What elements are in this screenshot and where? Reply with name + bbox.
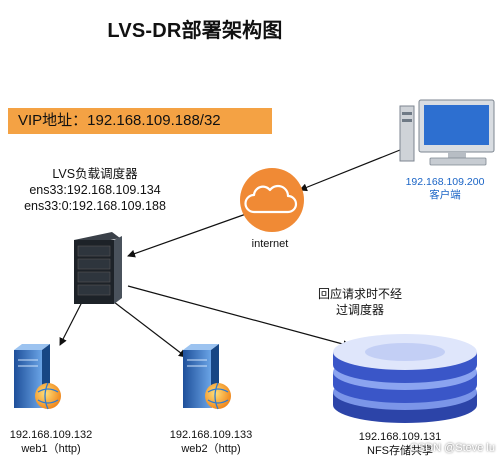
lvs-info: LVS负载调度器 ens33:192.168.109.134 ens33:0:1…	[0, 166, 190, 214]
web1-label: 192.168.109.132 web1（http)	[0, 428, 106, 456]
diagram-title: LVS-DR部署架构图	[107, 20, 283, 42]
vip-banner: VIP地址：192.168.109.188/32	[8, 108, 272, 134]
arrow-internet-to-lvs	[127, 213, 247, 258]
nfs-label: 192.168.109.131 NFS存储共享	[345, 430, 455, 458]
watermark: CSDN @Steve lu	[409, 442, 495, 454]
arrow-client-to-internet	[299, 149, 401, 192]
internet-label: internet	[251, 238, 289, 250]
client-info: 192.168.109.200 客户端	[395, 176, 495, 202]
nfs-storage-icon	[333, 334, 477, 423]
client-ip: 192.168.109.200	[405, 176, 485, 188]
web1-ip: 192.168.109.132	[9, 429, 93, 441]
arrow-lvs-to-nfs	[127, 285, 351, 349]
note-line1: 回应请求时不经	[317, 287, 402, 301]
lvs-ip1: ens33:192.168.109.134	[29, 183, 161, 197]
direct-response-note: 回应请求时不经 过调度器	[290, 286, 430, 318]
web2-ip: 192.168.109.133	[169, 429, 253, 441]
internet-cloud-icon	[240, 168, 304, 232]
web2-server-icon	[183, 344, 231, 410]
lvs-name: LVS负载调度器	[52, 167, 138, 181]
note-line2: 过调度器	[335, 303, 384, 317]
web2-name: web2（http)	[181, 443, 241, 455]
arrow-lvs-to-web1	[59, 301, 83, 346]
arrow-lvs-to-web2	[113, 301, 187, 358]
client-computer-icon	[399, 99, 495, 166]
lvs-server-icon	[74, 232, 122, 304]
client-name: 客户端	[429, 189, 461, 201]
nfs-name: NFS存储共享	[367, 445, 433, 457]
web1-name: web1（http)	[21, 443, 81, 455]
nfs-ip: 192.168.109.131	[358, 431, 442, 443]
web2-label: 192.168.109.133 web2（http)	[156, 428, 266, 456]
lvs-ip2: ens33:0:192.168.109.188	[24, 199, 166, 213]
web1-server-icon	[14, 344, 61, 410]
